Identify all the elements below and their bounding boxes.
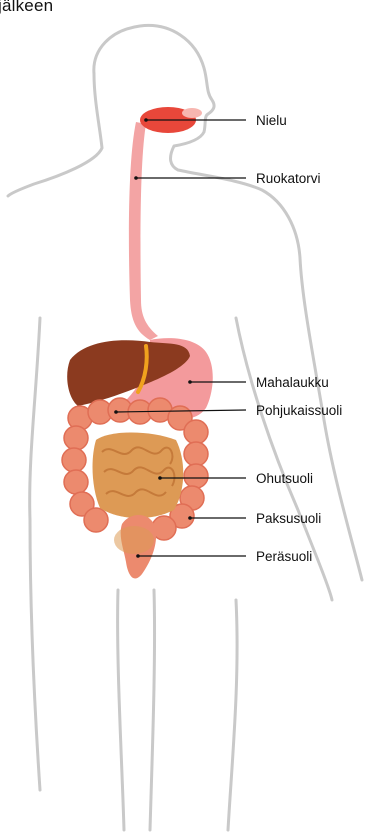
right-leg-outline	[228, 600, 237, 830]
colon-loop	[184, 442, 208, 466]
left-shoulder-outline	[8, 74, 102, 196]
esophagus-shape	[129, 122, 158, 340]
colon-loop	[64, 470, 88, 494]
label-pharynx: Nielu	[256, 113, 287, 128]
colon-loop	[184, 420, 208, 444]
label-stomach: Mahalaukku	[256, 375, 329, 390]
small-intestine-shape	[93, 433, 184, 519]
label-esophagus: Ruokatorvi	[256, 171, 321, 186]
colon-loop	[184, 464, 208, 488]
appendix-area	[114, 526, 154, 554]
colon-loop	[64, 426, 88, 450]
label-small-intestine: Ohutsuoli	[256, 471, 313, 486]
colon-loop	[62, 448, 86, 472]
colon-loop	[84, 508, 108, 532]
crotch-outline	[118, 590, 124, 830]
crotch-outline-right	[150, 590, 155, 830]
left-arm-inner-outline	[30, 318, 40, 790]
label-large-intestine: Paksusuoli	[256, 511, 321, 526]
label-duodenum: Pohjukaissuoli	[256, 403, 342, 418]
pharynx-highlight	[182, 108, 202, 118]
label-rectum: Peräsuoli	[256, 549, 312, 564]
